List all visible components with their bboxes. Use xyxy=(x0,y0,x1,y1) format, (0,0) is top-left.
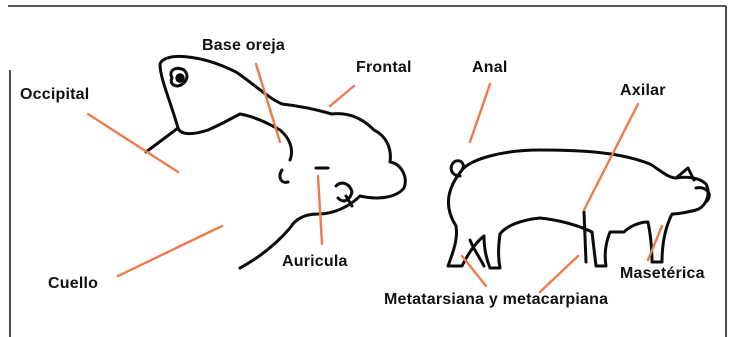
label-anal: Anal xyxy=(472,60,507,76)
pig-ear-back-line xyxy=(146,128,178,152)
leader-line-anal xyxy=(470,84,490,142)
leader-lines xyxy=(88,64,662,292)
pig-body-outline xyxy=(448,150,708,268)
label-auricula: Auricula xyxy=(282,254,348,270)
pig-head-outline xyxy=(160,56,405,268)
pig-eye-pupil xyxy=(177,75,183,81)
pig-jaw xyxy=(336,183,352,201)
pig-head-drawing xyxy=(146,56,405,268)
leader-line-occipital xyxy=(88,114,178,172)
pig-body-drawing xyxy=(448,150,709,268)
label-cuello: Cuello xyxy=(48,276,98,292)
frame xyxy=(8,6,726,337)
pig-nostril xyxy=(280,170,288,182)
leader-line-base-oreja xyxy=(256,64,280,142)
label-metatarsiana-metacarpiana: Metatarsiana y metacarpiana xyxy=(384,292,608,308)
leader-line-auricula xyxy=(318,176,322,244)
label-maseterica: Masetérica xyxy=(620,266,705,282)
label-axilar: Axilar xyxy=(620,83,666,99)
label-occipital: Occipital xyxy=(20,87,89,103)
pig-leg-line-front xyxy=(584,212,586,262)
leader-line-frontal xyxy=(330,86,354,106)
label-frontal: Frontal xyxy=(356,60,412,76)
label-base-oreja: Base oreja xyxy=(202,38,285,54)
leader-line-cuello xyxy=(118,226,222,276)
leader-line-metatarsiana-right xyxy=(540,256,578,292)
